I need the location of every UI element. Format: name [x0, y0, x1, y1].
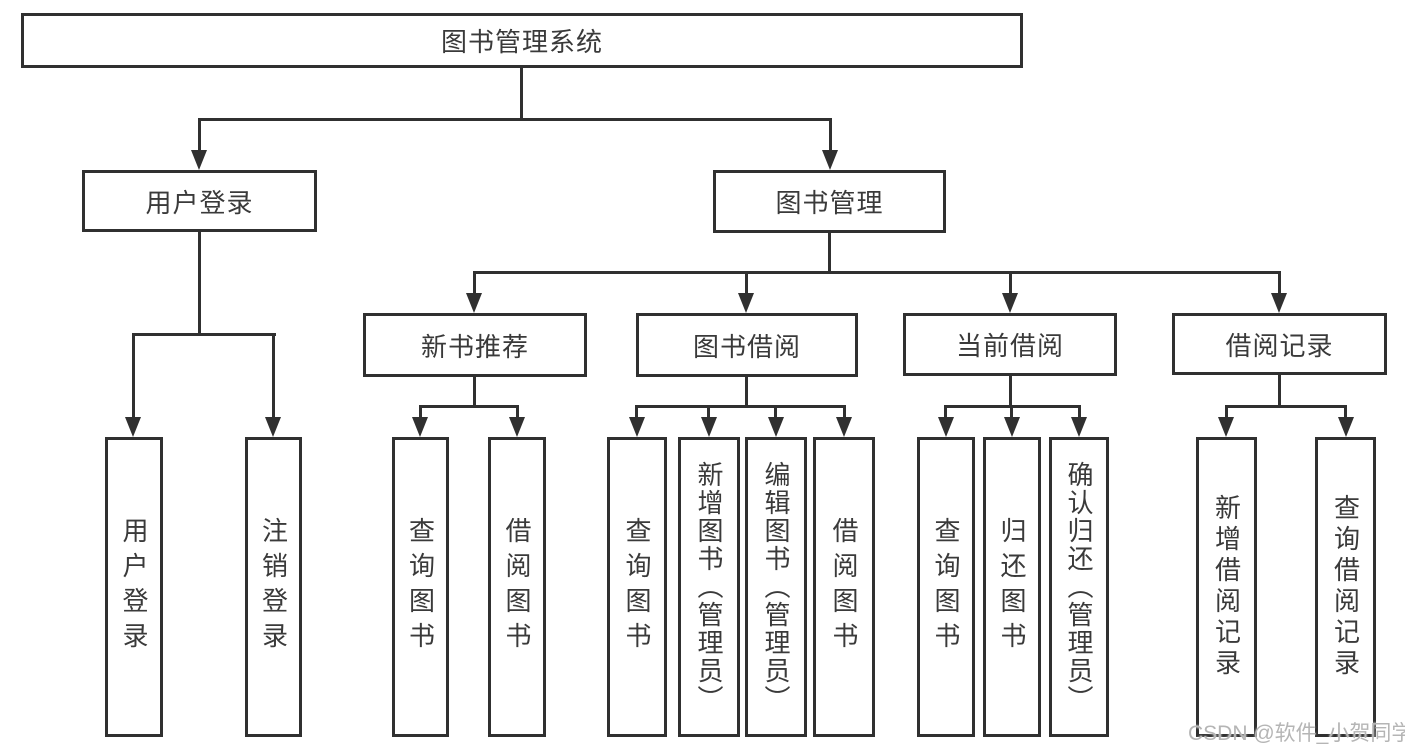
arrow-down-icon	[822, 150, 838, 170]
connector-line	[1078, 405, 1081, 419]
arrow-down-icon	[768, 417, 784, 437]
leaf-label: 查询图书	[622, 517, 652, 657]
connector-line	[1225, 405, 1228, 419]
arrow-down-icon	[1004, 417, 1020, 437]
node-label: 图书借阅	[692, 331, 801, 362]
connector-line	[198, 232, 201, 336]
arrow-down-icon	[509, 417, 525, 437]
arrow-down-icon	[265, 417, 281, 437]
arrow-down-icon	[836, 417, 852, 437]
connector-line	[944, 405, 947, 419]
connector-line	[1009, 376, 1012, 407]
connector-line	[198, 118, 201, 152]
leaf-label: 用户登录	[119, 517, 149, 657]
node-label: 借阅记录	[1225, 330, 1334, 361]
node-label: 新书推荐	[420, 331, 529, 362]
leaf-user-login: 用户登录	[105, 437, 163, 737]
arrow-down-icon	[738, 293, 754, 313]
node-label: 用户登录	[145, 187, 254, 218]
leaf-label: 归还图书	[997, 517, 1027, 657]
connector-line	[707, 405, 710, 419]
arrow-down-icon	[1002, 293, 1018, 313]
leaf-label: 确认归还（管理员）	[1064, 461, 1094, 713]
leaf-label: 查询图书	[931, 517, 961, 657]
arrow-down-icon	[466, 293, 482, 313]
connector-line	[198, 118, 832, 121]
connector-line	[828, 233, 831, 273]
csdn-watermark: CSDN @软件_小贺同学	[1188, 722, 1405, 745]
connector-line	[516, 405, 519, 419]
leaf-record-add-borrow-record: 新增借阅记录	[1196, 437, 1257, 737]
leaf-label: 注销登录	[258, 517, 289, 657]
leaf-label: 编辑图书（管理员）	[761, 461, 791, 713]
leaf-current-return-books: 归还图书	[983, 437, 1041, 737]
arrow-down-icon	[701, 417, 717, 437]
connector-line	[419, 405, 519, 408]
connector-line	[1225, 405, 1347, 408]
arrow-down-icon	[1338, 417, 1354, 437]
leaf-label: 查询借阅记录	[1330, 494, 1361, 680]
connector-line	[774, 405, 777, 419]
arrow-down-icon	[1071, 417, 1087, 437]
node-current-borrow: 当前借阅	[903, 313, 1117, 376]
leaf-current-query-books: 查询图书	[917, 437, 975, 737]
node-label: 图书管理	[775, 188, 884, 218]
connector-line	[1344, 405, 1347, 419]
connector-line	[843, 405, 846, 419]
connector-line	[745, 271, 748, 295]
connector-line	[473, 271, 1281, 274]
leaf-label: 借阅图书	[502, 517, 532, 657]
connector-line	[473, 271, 476, 295]
leaf-newbook-borrow-books: 借阅图书	[488, 437, 546, 737]
arrow-down-icon	[412, 417, 428, 437]
arrow-down-icon	[1218, 417, 1234, 437]
node-borrow-record: 借阅记录	[1172, 313, 1387, 375]
node-book-borrow: 图书借阅	[636, 313, 858, 377]
connector-line	[272, 333, 275, 419]
leaf-current-confirm-return-admin: 确认归还（管理员）	[1049, 437, 1109, 737]
connector-line	[1009, 271, 1012, 295]
arrow-down-icon	[938, 417, 954, 437]
connector-line	[635, 405, 846, 408]
leaf-label: 借阅图书	[829, 517, 859, 657]
leaf-newbook-query-books: 查询图书	[392, 437, 449, 737]
leaf-record-query-borrow-record: 查询借阅记录	[1315, 437, 1376, 737]
leaf-label: 新增图书（管理员）	[694, 461, 724, 713]
leaf-label: 查询图书	[405, 517, 436, 657]
connector-line	[520, 68, 523, 121]
leaf-label: 新增借阅记录	[1211, 494, 1242, 680]
arrow-down-icon	[1271, 293, 1287, 313]
arrow-down-icon	[125, 417, 141, 437]
connector-line	[1010, 405, 1013, 419]
leaf-borrow-query-books: 查询图书	[607, 437, 667, 737]
connector-line	[829, 118, 832, 152]
leaf-borrow-add-books-admin: 新增图书（管理员）	[678, 437, 740, 737]
node-label: 图书管理系统	[440, 27, 603, 57]
leaf-borrow-edit-books-admin: 编辑图书（管理员）	[745, 437, 807, 737]
node-new-book-recommend: 新书推荐	[363, 313, 587, 377]
connector-line	[132, 333, 135, 419]
connector-line	[745, 377, 748, 407]
connector-line	[1278, 375, 1281, 407]
leaf-borrow-borrow-books: 借阅图书	[813, 437, 875, 737]
arrow-down-icon	[191, 150, 207, 170]
node-book-management: 图书管理	[713, 170, 946, 233]
connector-line	[1278, 271, 1281, 295]
connector-line	[132, 333, 276, 336]
arrow-down-icon	[629, 417, 645, 437]
connector-line	[419, 405, 422, 419]
leaf-logout: 注销登录	[245, 437, 302, 737]
connector-line	[635, 405, 638, 419]
node-label: 当前借阅	[955, 331, 1064, 361]
connector-line	[473, 377, 476, 407]
node-root-library-system: 图书管理系统	[21, 13, 1023, 68]
node-user-login: 用户登录	[82, 170, 317, 232]
